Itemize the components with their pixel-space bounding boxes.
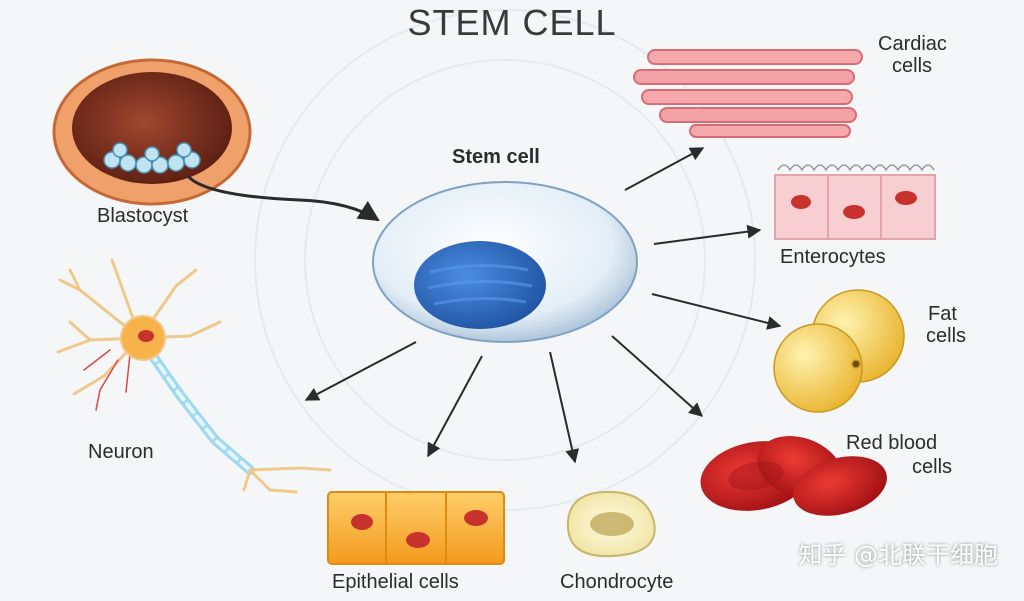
fat-cells-illustration <box>773 289 905 413</box>
blastocyst-illustration <box>52 58 252 206</box>
rbc-label-line2: cells <box>912 456 953 478</box>
chondrocyte-illustration <box>566 490 656 558</box>
arrow-to-chondrocyte <box>549 351 580 464</box>
chondrocyte-label: Chondrocyte <box>560 571 674 593</box>
enterocytes-illustration <box>774 164 936 240</box>
arrow-to-cardiac <box>624 147 705 191</box>
neuron-illustration <box>56 258 332 494</box>
arrow-to-fat <box>651 293 782 330</box>
epithelial-label: Epithelial cells <box>332 571 459 593</box>
cardiac-label-line2: cells <box>892 55 933 77</box>
cardiac-label-line1: Cardiac <box>878 33 947 55</box>
stem-cell-illustration <box>372 181 638 343</box>
arrow-to-epithelial <box>427 355 483 458</box>
stem-cell-label: Stem cell <box>452 146 540 168</box>
red-blood-cells-illustration <box>700 436 887 516</box>
rbc-label-line1: Red blood <box>846 432 938 454</box>
neuron-label: Neuron <box>88 441 154 463</box>
diagram-title: STEM CELL <box>407 2 617 43</box>
cardiac-cells-illustration <box>633 49 863 138</box>
enterocytes-label: Enterocytes <box>780 246 886 268</box>
arrows <box>186 147 782 464</box>
arrow-to-neuron <box>304 341 417 401</box>
arrow-blastocyst-to-stem <box>186 174 380 222</box>
arrow-to-rbc <box>611 335 704 417</box>
fat-label-line1: Fat <box>928 303 957 325</box>
blastocyst-label: Blastocyst <box>97 205 189 227</box>
epithelial-cells-illustration <box>327 491 505 565</box>
watermark: 知乎 @北联干细胞 <box>798 541 998 569</box>
arrow-to-enterocytes <box>653 224 762 245</box>
fat-label-line2: cells <box>926 325 967 347</box>
